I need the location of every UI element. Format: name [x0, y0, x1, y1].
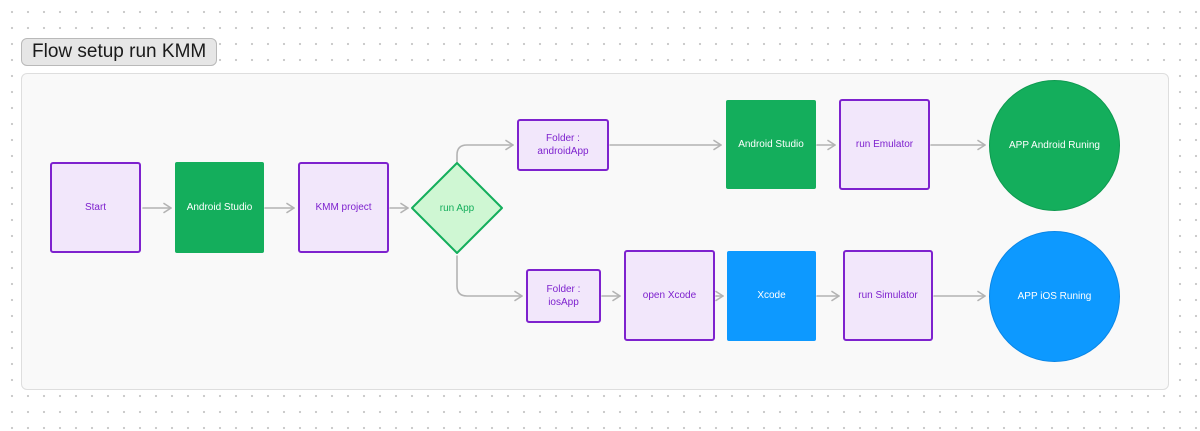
- arrow-run-app-to-folder-ios: [456, 255, 523, 302]
- node-folder-ios-app: Folder : iosApp: [526, 269, 601, 323]
- node-run-app-label: run App: [439, 202, 475, 214]
- node-xcode: Xcode: [727, 251, 816, 341]
- run-app-decision-diamond: [411, 162, 503, 254]
- arrow-run-app-to-folder-android: [456, 139, 514, 163]
- node-run-emulator: run Emulator: [839, 99, 930, 190]
- node-android-studio-run: Android Studio: [726, 100, 816, 189]
- node-folder-android-app: Folder : androidApp: [517, 119, 609, 171]
- diagram-title: Flow setup run KMM: [21, 38, 218, 66]
- node-kmm-project: KMM project: [298, 162, 389, 253]
- node-app-ios-running: APP iOS Runing: [989, 231, 1120, 362]
- node-open-xcode: open Xcode: [624, 250, 715, 341]
- node-app-android-running: APP Android Runing: [989, 80, 1120, 211]
- node-android-studio-setup: Android Studio: [175, 162, 264, 253]
- node-start: Start: [50, 162, 141, 253]
- node-run-simulator: run Simulator: [843, 250, 933, 341]
